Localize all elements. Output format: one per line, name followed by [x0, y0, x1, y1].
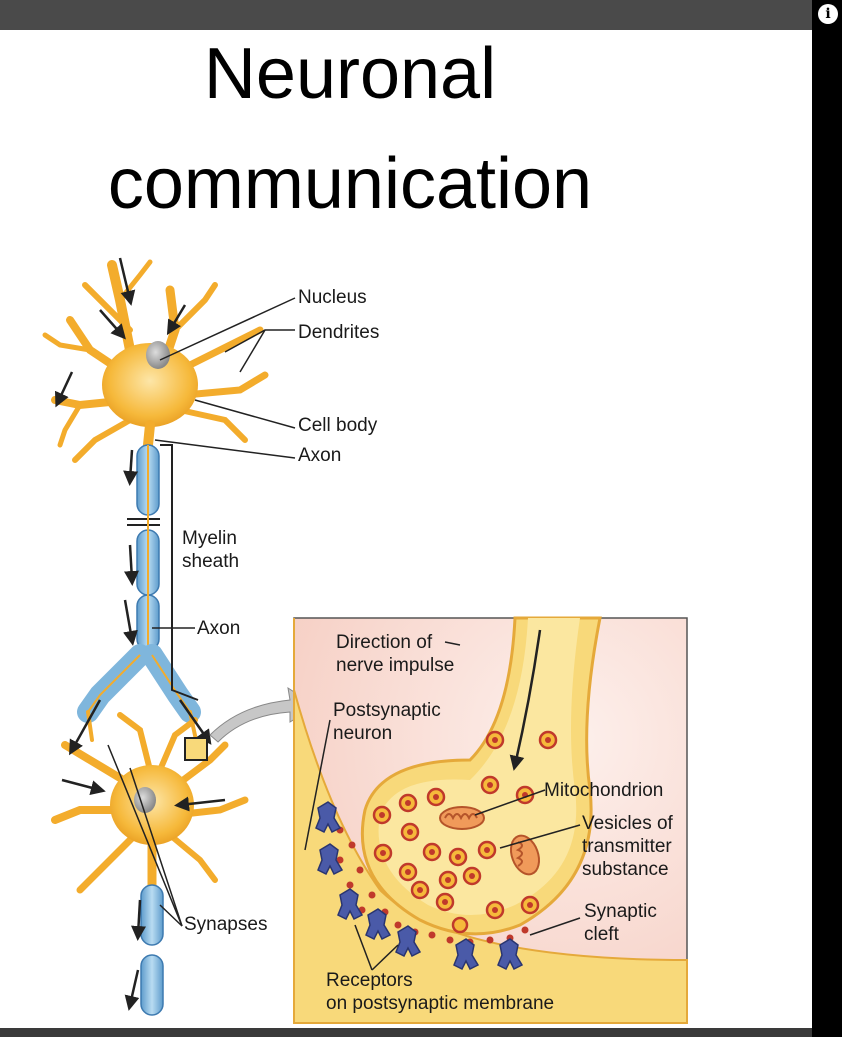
- label-cleft-1: Synaptic: [584, 901, 657, 922]
- top-nucleus: [146, 341, 170, 369]
- label-vesicles-2: transmitter: [582, 836, 672, 857]
- label-dendrites: Dendrites: [298, 322, 380, 343]
- bottom-bar: [0, 1028, 812, 1037]
- myelin-bracket: [160, 444, 199, 701]
- label-synapses: Synapses: [184, 914, 268, 935]
- label-postsynaptic-1: Postsynaptic: [333, 700, 441, 721]
- label-mitochondrion: Mitochondrion: [544, 780, 664, 801]
- axon-column: [77, 444, 201, 723]
- label-axon-mid: Axon: [197, 618, 241, 639]
- label-direction-2: nerve impulse: [336, 655, 455, 676]
- impulse-arrows: [55, 257, 226, 1011]
- label-direction-1: Direction of: [336, 632, 433, 653]
- leader-lines: [107, 297, 581, 971]
- label-cleft-2: cleft: [584, 924, 619, 945]
- top-cell-body: [102, 343, 198, 427]
- label-axon-top: Axon: [298, 445, 342, 466]
- neuron-diagram: [42, 257, 688, 1024]
- right-bar: [812, 0, 842, 1037]
- title-line-1: Neuronal: [203, 34, 497, 114]
- label-nucleus: Nucleus: [298, 287, 367, 308]
- info-icon[interactable]: i: [818, 4, 838, 24]
- receptors: [315, 801, 524, 971]
- label-postsynaptic-2: neuron: [333, 723, 393, 744]
- label-receptors-2: on postsynaptic membrane: [326, 993, 555, 1014]
- label-vesicles-3: substance: [582, 859, 669, 880]
- label-vesicles-1: Vesicles of: [582, 813, 673, 834]
- label-myelin-2: sheath: [182, 551, 240, 572]
- label-cell-body: Cell body: [298, 415, 378, 436]
- label-myelin-1: Myelin: [182, 528, 237, 549]
- synapse-inset: [293, 616, 688, 1024]
- label-receptors-1: Receptors: [326, 970, 413, 991]
- top-bar: [0, 0, 812, 30]
- mitochondria: [439, 806, 541, 876]
- zoom-box: [184, 737, 208, 761]
- title-line-2: communication: [107, 144, 593, 224]
